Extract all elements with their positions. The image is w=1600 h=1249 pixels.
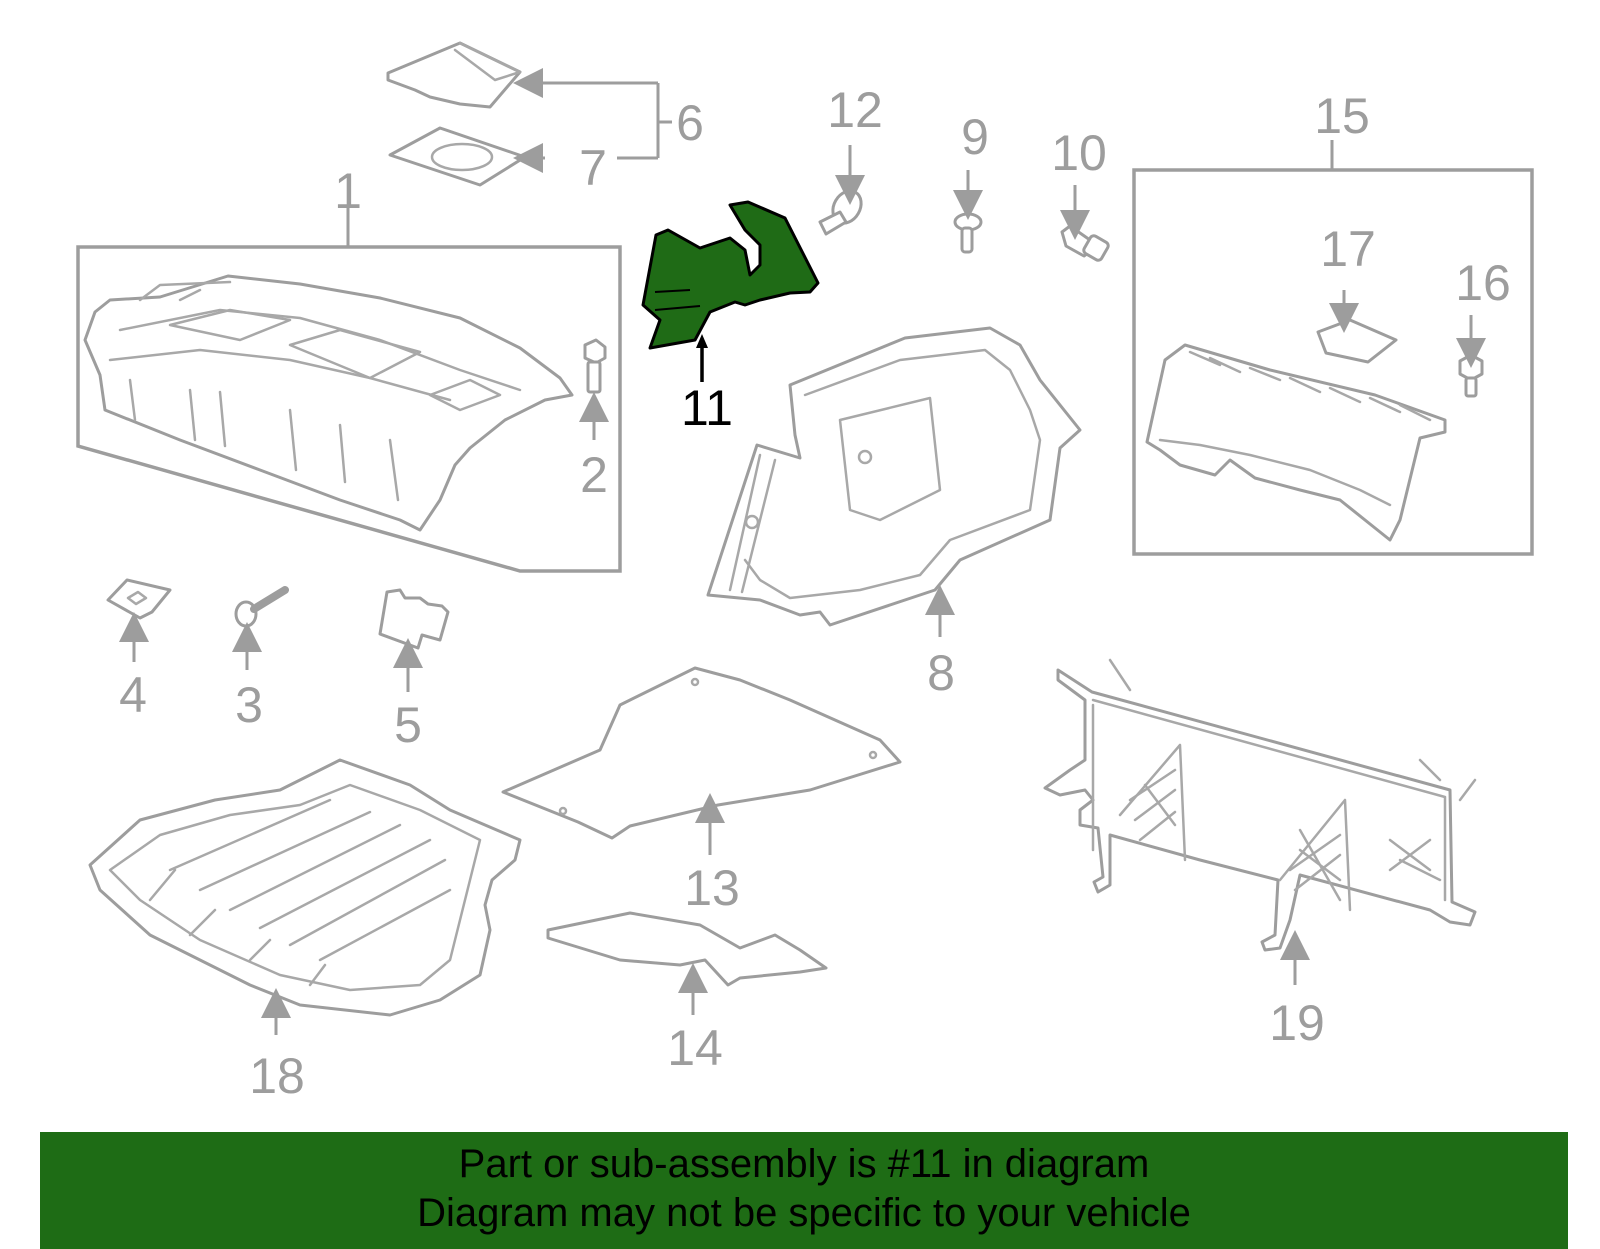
callout-3: 3 [235,677,263,733]
part-14-bracket[interactable] [546,911,828,1015]
callout-18: 18 [249,1048,305,1104]
callout-6: 6 [676,95,704,151]
part-19-cargo-net[interactable] [1043,658,1477,985]
part-1-rear-shelf[interactable] [76,205,622,573]
callout-15: 15 [1314,88,1370,144]
callout-16: 16 [1455,255,1511,311]
callout-6-7-leaders [513,68,672,173]
callout-7: 7 [579,140,607,196]
callout-5: 5 [394,697,422,753]
callout-12: 12 [827,82,883,138]
part-11-highlighted-panel[interactable] [641,200,820,382]
callout-11: 11 [681,380,733,436]
callout-10: 10 [1051,125,1107,181]
part-10-bolt[interactable] [1060,185,1110,262]
part-3-push-pin[interactable] [232,586,289,670]
part-9-clip[interactable] [953,170,983,254]
callout-4: 4 [119,667,147,723]
part-17-cover[interactable] [1316,290,1398,364]
part-5-bracket[interactable] [378,588,450,692]
callout-13: 13 [684,860,740,916]
part-8-side-lining[interactable] [706,326,1082,637]
part-13-trunk-mat[interactable] [501,666,902,855]
part-4-clip[interactable] [106,578,172,662]
info-banner: Part or sub-assembly is #11 in diagram D… [40,1132,1568,1249]
part-6-cover[interactable] [386,41,522,109]
part-7-gasket[interactable] [388,126,527,187]
part-2-bolt[interactable] [579,338,609,440]
callout-9: 9 [961,109,989,165]
part-16-bolt[interactable] [1456,315,1486,398]
banner-part-line: Part or sub-assembly is #11 in diagram [458,1142,1150,1186]
callout-1: 1 [334,163,362,219]
part-18-cargo-tray[interactable] [88,758,522,1035]
part-12-clip[interactable] [818,145,867,236]
callout-14: 14 [667,1020,723,1076]
part-15-assembly-box[interactable] [1132,140,1534,556]
callout-17: 17 [1320,221,1376,277]
banner-disclaimer-line: Diagram may not be specific to your vehi… [417,1191,1191,1235]
callout-8: 8 [927,645,955,701]
callout-2: 2 [580,447,608,503]
callout-19: 19 [1269,995,1325,1051]
